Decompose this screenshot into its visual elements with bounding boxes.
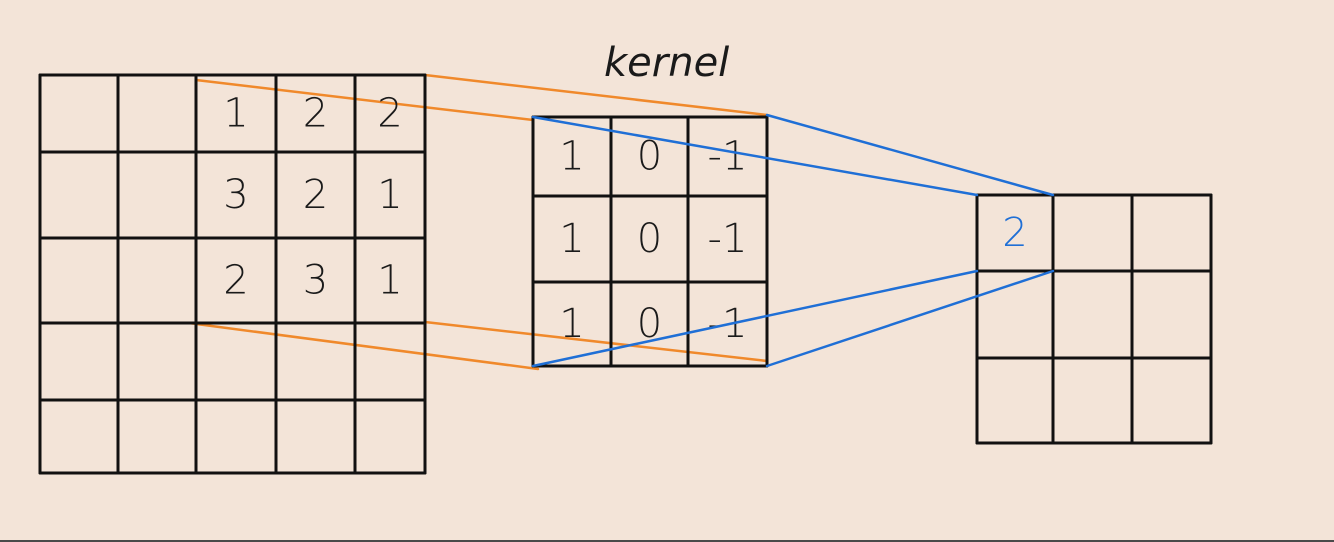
input-window-cell-1-2: 1 — [377, 172, 402, 218]
orange-connector-0 — [194, 78, 535, 122]
orange-connector-2 — [187, 321, 540, 371]
input-window-cell-1-0: 3 — [223, 172, 248, 218]
kernel-title: kernel — [604, 40, 729, 86]
kernel-matrix-grid — [531, 115, 769, 368]
kernel-cell-2-0: 1 — [559, 301, 584, 347]
input-window-cell-0-1: 2 — [303, 91, 328, 137]
input-window-cell-2-1: 3 — [303, 258, 328, 304]
input-window-cell-2-2: 1 — [377, 258, 402, 304]
kernel-cell-1-2: -1 — [708, 216, 748, 262]
output-matrix-grid — [975, 193, 1213, 445]
input-window-cell-0-2: 2 — [377, 91, 402, 137]
output-values: 2 — [1002, 210, 1027, 256]
orange-connector-1 — [423, 73, 769, 117]
kernel-cell-0-1: 0 — [637, 134, 662, 180]
kernel-cell-1-0: 1 — [559, 216, 584, 262]
input-window-cell-1-1: 2 — [303, 172, 328, 218]
bottom-border — [0, 540, 1334, 542]
blue-connector-0 — [531, 115, 979, 197]
output-cell-0-0: 2 — [1002, 210, 1027, 256]
input-window-cell-0-0: 1 — [223, 91, 248, 137]
kernel-to-output-connectors — [531, 113, 1055, 368]
input-matrix-grid — [38, 73, 427, 475]
kernel-cell-1-1: 0 — [637, 216, 662, 262]
kernel-cell-0-0: 1 — [559, 134, 584, 180]
kernel-cell-0-2: -1 — [708, 134, 748, 180]
orange-connector-3 — [423, 320, 769, 363]
blue-connector-2 — [531, 269, 979, 368]
blue-connector-3 — [765, 269, 1055, 368]
input-window-cell-2-0: 2 — [223, 258, 248, 304]
blue-connector-1 — [765, 113, 1055, 197]
input-to-kernel-connectors — [187, 73, 769, 371]
input-window-values: 1 2 2 3 2 1 2 3 1 — [223, 91, 402, 304]
